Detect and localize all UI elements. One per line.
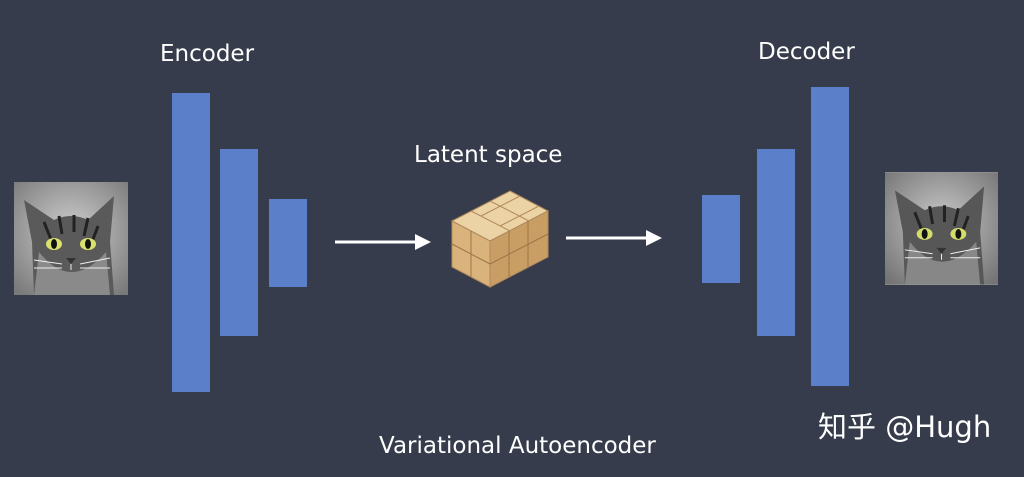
cat-photo-icon (14, 182, 128, 295)
decoder-title: Decoder (758, 39, 855, 65)
encoder-layer-2 (220, 149, 258, 336)
encoder-layer-1 (172, 93, 210, 392)
encoder-layer-3 (269, 199, 307, 287)
arrow-right-icon (566, 230, 662, 246)
encoder-title: Encoder (160, 41, 255, 67)
decoder-layer-2 (757, 149, 795, 336)
output-cat-image (885, 172, 998, 285)
input-cat-image (14, 182, 128, 295)
decoder-layer-1 (702, 195, 740, 283)
cube-icon (450, 190, 550, 288)
latent-space-title: Latent space (414, 142, 563, 168)
decoder-layer-3 (811, 87, 849, 386)
cat-photo-icon (885, 172, 998, 285)
watermark: 知乎 @Hugh (818, 410, 992, 444)
diagram-caption: Variational Autoencoder (379, 433, 656, 459)
arrow-right-icon (335, 234, 431, 250)
